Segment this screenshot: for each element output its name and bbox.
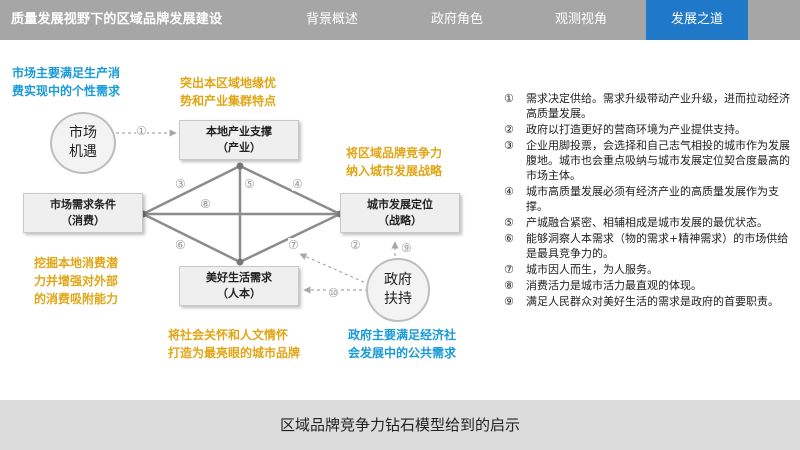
dashed-gov-industry [299, 253, 376, 288]
tab-background[interactable]: 背景概述 [305, 12, 358, 27]
list-item-text: 城市高质量发展必须有经济产业的高质量发展作为支撑。 [526, 185, 779, 213]
edge-industry-city [239, 164, 341, 216]
note-line: 费实现中的个性需求 [12, 84, 121, 98]
node-market-demand-line1: 市场需求条件 [50, 198, 116, 211]
list-item-text: 城市因人而生，为人服务。 [526, 263, 658, 276]
note-market-individual-demand: 市场主要满足生产消 费实现中的个性需求 [12, 64, 120, 100]
connector-label-4: ④ [292, 177, 303, 191]
note-brand-strategy: 将区域品牌竞争力 纳入城市发展战略 [346, 144, 442, 180]
note-public-demand: 政府主要满足经济社 会发展中的公共需求 [348, 326, 456, 362]
connector-label-6: ⑥ [175, 238, 186, 252]
list-item-text: 满足人民群众对美好生活的需求是政府的首要职责。 [526, 295, 779, 308]
list-item-marker: ① [504, 92, 514, 105]
node-government-support-line2: 扶持 [384, 291, 412, 307]
connector-label-5: ⑤ [244, 177, 255, 191]
node-city-positioning-line2: （战略） [378, 214, 422, 227]
note-humanistic-brand: 将社会关怀和人文情怀 打造为最亮眼的城市品牌 [168, 326, 300, 362]
node-market-demand: 市场需求条件 （消费） [23, 193, 143, 233]
footer-title: 区域品牌竞争力钻石模型给到的启示 [279, 416, 520, 434]
note-line: 将区域品牌竞争力 [346, 146, 443, 160]
edge-demand-industry [142, 164, 241, 216]
note-line: 挖掘本地消费潜 [34, 256, 119, 270]
note-line: 纳入城市发展战略 [346, 164, 443, 178]
note-line: 势和产业集群特点 [180, 94, 277, 108]
list-item: ⑤ 产城融合紧密、相辅相成是城市发展的最优状态。 [504, 215, 792, 230]
node-city-positioning-line1: 城市发展定位 [367, 198, 433, 211]
tab-development-path[interactable]: 发展之道 [646, 0, 748, 40]
tab-government-role[interactable]: 政府角色 [430, 12, 483, 27]
node-market-opportunity-line1: 市场 [69, 125, 97, 141]
list-item-marker: ⑦ [504, 263, 514, 276]
node-government-support: 政府 扶持 [366, 258, 430, 322]
note-regional-advantage: 突出本区域地缘优 势和产业集群特点 [180, 74, 276, 110]
note-consumption-potential: 挖掘本地消费潜 力并增强对外部 的消费吸附能力 [34, 254, 118, 308]
note-line: 打造为最亮眼的城市品牌 [168, 346, 301, 360]
list-item-marker: ③ [504, 139, 514, 152]
connector-label-3: ③ [175, 177, 186, 191]
node-industry-support-line2: （产业） [217, 141, 261, 154]
list-item: ⑥ 能够洞察人本需求（物的需求+精神需求）的市场供给是最具竞争力的。 [504, 231, 792, 261]
node-better-life-line2: （人本） [217, 287, 261, 300]
connector-label-7: ⑦ [288, 238, 299, 252]
node-industry-support: 本地产业支撑 （产业） [179, 120, 299, 160]
footer-bar: 区域品牌竞争力钻石模型给到的启示 [0, 400, 800, 450]
list-item: ① 需求决定供给。需求升级带动产业升级，进而拉动经济高质量发展。 [504, 91, 792, 121]
note-line: 市场主要满足生产消 [12, 66, 121, 80]
list-item-text: 需求决定供给。需求升级带动产业升级，进而拉动经济高质量发展。 [526, 92, 790, 120]
node-market-opportunity-line2: 机遇 [69, 144, 97, 160]
list-item: ④ 城市高质量发展必须有经济产业的高质量发展作为支撑。 [504, 184, 792, 214]
node-government-support-line1: 政府 [384, 272, 412, 288]
list-item-text: 消费活力是城市活力最直观的体现。 [526, 279, 702, 292]
list-item-text: 能够洞察人本需求（物的需求+精神需求）的市场供给是最具竞争力的。 [526, 232, 789, 260]
list-item: ⑦ 城市因人而生，为人服务。 [504, 262, 792, 277]
list-item-marker: ⑧ [504, 279, 514, 292]
connector-label-2: ② [350, 238, 361, 252]
tab-observation-view[interactable]: 观测视角 [554, 12, 607, 27]
list-item-marker: ⑥ [504, 232, 514, 245]
list-item: ⑧ 消费活力是城市活力最直观的体现。 [504, 278, 792, 293]
edge-life-demand [142, 212, 241, 264]
node-market-demand-line2: （消费） [61, 214, 105, 227]
note-line: 会发展中的公共需求 [348, 346, 457, 360]
list-item-marker: ④ [504, 185, 514, 198]
note-line: 将社会关怀和人文情怀 [168, 328, 289, 342]
connector-label-1: ① [136, 124, 147, 138]
connector-label-8: ⑧ [200, 197, 211, 211]
note-line: 力并增强对外部 [34, 274, 119, 288]
note-line: 突出本区域地缘优 [180, 76, 277, 90]
node-better-life: 美好生活需求 （人本） [179, 266, 299, 306]
list-item-marker: ⑨ [504, 295, 514, 308]
list-item-marker: ② [504, 123, 514, 136]
list-item-marker: ⑤ [504, 216, 514, 229]
node-better-life-line1: 美好生活需求 [206, 271, 272, 284]
list-item: ② 政府以打造更好的营商环境为产业提供支持。 [504, 122, 792, 137]
diamond-model-diagram: 市场 机遇 政府 扶持 本地产业支撑 （产业） 市场需求条件 （消费） 城市发展… [0, 40, 500, 400]
node-industry-support-line1: 本地产业支撑 [206, 125, 272, 138]
node-city-positioning: 城市发展定位 （战略） [340, 193, 460, 233]
node-market-opportunity: 市场 机遇 [50, 112, 116, 174]
note-line: 的消费吸附能力 [34, 292, 119, 306]
list-item-text: 企业用脚投票，会选择和自己志气相投的城市作为发展腹地。城市也会重点吸纳与城市发展… [526, 139, 790, 182]
note-line: 政府主要满足经济社 [348, 328, 457, 342]
explanation-list: ① 需求决定供给。需求升级带动产业升级，进而拉动经济高质量发展。 ② 政府以打造更好… [504, 91, 792, 310]
list-item-text: 产城融合紧密、相辅相成是城市发展的最优状态。 [526, 216, 768, 229]
list-item: ③ 企业用脚投票，会选择和自己志气相投的城市作为发展腹地。城市也会重点吸纳与城市发… [504, 138, 792, 183]
connector-label-9: ⑨ [401, 241, 412, 255]
list-item: ⑨ 满足人民群众对美好生活的需求是政府的首要职责。 [504, 294, 792, 309]
page-title: 质量发展视野下的区域品牌发展建设 [11, 12, 223, 27]
connector-label-10: ⑩ [328, 286, 339, 300]
list-item-text: 政府以打造更好的营商环境为产业提供支持。 [526, 123, 746, 136]
top-nav-bar: 质量发展视野下的区域品牌发展建设 背景概述 政府角色 观测视角 发展之道 [0, 0, 800, 40]
